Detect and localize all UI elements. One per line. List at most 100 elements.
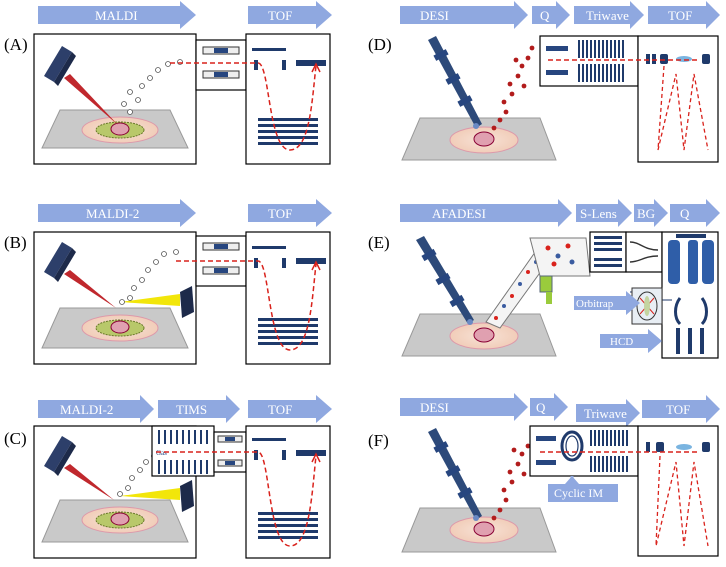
panel-e-brain-section	[473, 327, 495, 343]
panel-d-stage-3-label: Triwave	[586, 8, 629, 23]
panel-f-sprayer	[428, 428, 482, 521]
panel-c-tims-gas-label: Gas	[156, 449, 167, 457]
panel-c-label: (C)	[4, 429, 27, 448]
panel-d-q-triwave-box	[539, 35, 639, 87]
panel-f-charged-droplets	[491, 443, 531, 521]
panel-c-ion-path	[156, 451, 317, 547]
panel-a-brain-section	[110, 122, 130, 136]
panel-c-stage-2-label: TIMS	[176, 402, 207, 417]
panel-a: (A) MALDI TOF	[4, 1, 332, 165]
panel-e-stage-4-label: Q	[680, 206, 690, 221]
panel-a-ion-optics-electrodes	[202, 46, 240, 79]
panel-e-s-lens-electrodes	[594, 236, 622, 267]
panel-a-laser-head	[44, 46, 76, 86]
panel-d-brain-section	[473, 131, 495, 147]
panel-b-post-ionization-laser	[120, 286, 194, 318]
panel-d-quadrupole	[546, 46, 568, 75]
panel-d-stage-arrow-4: TOF	[648, 1, 720, 29]
panel-a-tof-electrodes	[252, 48, 326, 145]
panel-b-label: (B)	[4, 233, 27, 252]
panel-d: (D) DESI Q Triwave TOF	[368, 1, 720, 163]
panel-e-hcd-rods	[674, 297, 708, 354]
panel-c-ion-arrowhead	[311, 452, 321, 463]
panel-e-stage-arrow-3: BG	[634, 199, 668, 227]
panel-e-stage-arrow-4: Q	[670, 199, 720, 227]
panel-c-stage-arrow-3: TOF	[248, 395, 332, 423]
panel-f-stage-4-label: TOF	[666, 402, 690, 417]
panel-e-bg-box	[625, 231, 663, 273]
panel-d-sprayer	[428, 36, 482, 129]
panel-f-stage-3-label: Triwave	[584, 406, 627, 421]
panel-e-hcd-arrow: HCD	[600, 329, 662, 353]
panel-e: (E) AFADESI S-Lens BG Q	[368, 199, 720, 359]
panel-c-stage-arrow-1: MALDI-2	[38, 395, 154, 423]
panel-a-stage-arrow-2: TOF	[248, 1, 332, 29]
panel-d-charged-droplets	[491, 45, 535, 131]
panel-e-stage-arrow-2: S-Lens	[576, 199, 632, 227]
panel-b-laser-beam	[64, 270, 116, 308]
panel-e-orbitrap-label: Orbitrap	[576, 298, 614, 310]
panel-c-laser-beam	[64, 464, 114, 500]
panel-f-triwave-rings	[590, 430, 628, 472]
panel-e-ion-funnel	[529, 237, 591, 304]
panel-b-stage-2-label: TOF	[268, 206, 292, 221]
panel-f-stage-arrow-2: Q	[530, 393, 568, 421]
panel-b-ion-arrowhead	[311, 260, 321, 271]
panel-e-stage-arrow-1: AFADESI	[400, 199, 572, 227]
panel-c-ion-optics-electrodes	[217, 435, 243, 467]
panel-d-stage-arrow-1: DESI	[400, 1, 528, 29]
panel-b-ion-plume	[119, 249, 179, 305]
panel-a-stage-2-label: TOF	[268, 8, 292, 23]
panel-c-post-ionization-laser	[120, 480, 194, 512]
panel-e-sprayer	[416, 236, 474, 325]
panel-d-reflectron-path	[657, 65, 709, 151]
panel-e-stage-3-label: BG	[637, 206, 655, 221]
panel-d-stage-1-label: DESI	[420, 8, 449, 23]
panel-d-stage-2-label: Q	[540, 8, 550, 23]
panel-e-hcd-label: HCD	[610, 336, 633, 348]
panel-f-stage-1-label: DESI	[420, 400, 449, 415]
panel-f-brain-section	[473, 521, 495, 537]
panel-e-orbitrap-arrow: Orbitrap	[574, 291, 640, 315]
panel-d-stage-arrow-2: Q	[532, 1, 570, 29]
panel-c-laser-head	[44, 436, 76, 476]
panel-b-tof-electrodes	[252, 246, 326, 345]
panel-a-stage-arrow-1: MALDI	[38, 1, 196, 29]
panel-e-quadrupole-rods	[668, 234, 714, 284]
panel-b-ion-path	[176, 260, 317, 351]
panel-f-cyclic-im-ring	[560, 430, 584, 462]
panel-c-tims-electrodes	[158, 430, 208, 474]
panel-f-stage-arrow-4: TOF	[642, 395, 720, 423]
panel-b: (B) MALDI-2 TOF	[4, 199, 332, 365]
panel-d-stage-4-label: TOF	[668, 8, 692, 23]
panel-e-stage-1-label: AFADESI	[432, 206, 486, 221]
panel-b-laser-head	[44, 242, 76, 282]
panel-f-quadrupole	[536, 436, 556, 465]
panel-e-bent-guide	[629, 241, 659, 263]
panel-a-stage-1-label: MALDI	[95, 8, 138, 23]
panel-c-stage-3-label: TOF	[268, 402, 292, 417]
panel-b-ion-optics-electrodes	[202, 242, 240, 275]
panel-b-stage-arrow-1: MALDI-2	[38, 199, 196, 227]
panel-b-stage-arrow-2: TOF	[248, 199, 332, 227]
panel-a-ion-path	[170, 62, 317, 151]
panel-a-laser-beam	[64, 74, 118, 125]
panel-b-brain-section	[110, 320, 130, 334]
panel-f-cyclic-im-callout: Cyclic IM	[548, 476, 618, 502]
panel-f-stage-arrow-3: Triwave	[576, 399, 640, 427]
panel-d-label: (D)	[368, 35, 392, 54]
panel-f-stage-2-label: Q	[536, 400, 546, 415]
panel-f-stage-arrow-1: DESI	[400, 393, 528, 421]
panel-c-stage-arrow-2: TIMS	[158, 395, 240, 423]
panel-f-reflectron-path	[655, 455, 709, 547]
panel-c-brain-section	[110, 512, 130, 526]
panel-c: (C) MALDI-2 TIMS TOF	[4, 395, 332, 559]
panel-d-triwave-rings	[578, 40, 624, 82]
panel-c-tof-electrodes	[252, 438, 326, 539]
panel-a-ion-arrowhead	[311, 62, 321, 73]
panel-f-q-triwave-box	[529, 425, 639, 477]
panel-a-label: (A)	[4, 35, 28, 54]
panel-e-stage-2-label: S-Lens	[580, 206, 617, 221]
panel-f: (F) DESI Q Triwave TOF	[368, 393, 720, 557]
